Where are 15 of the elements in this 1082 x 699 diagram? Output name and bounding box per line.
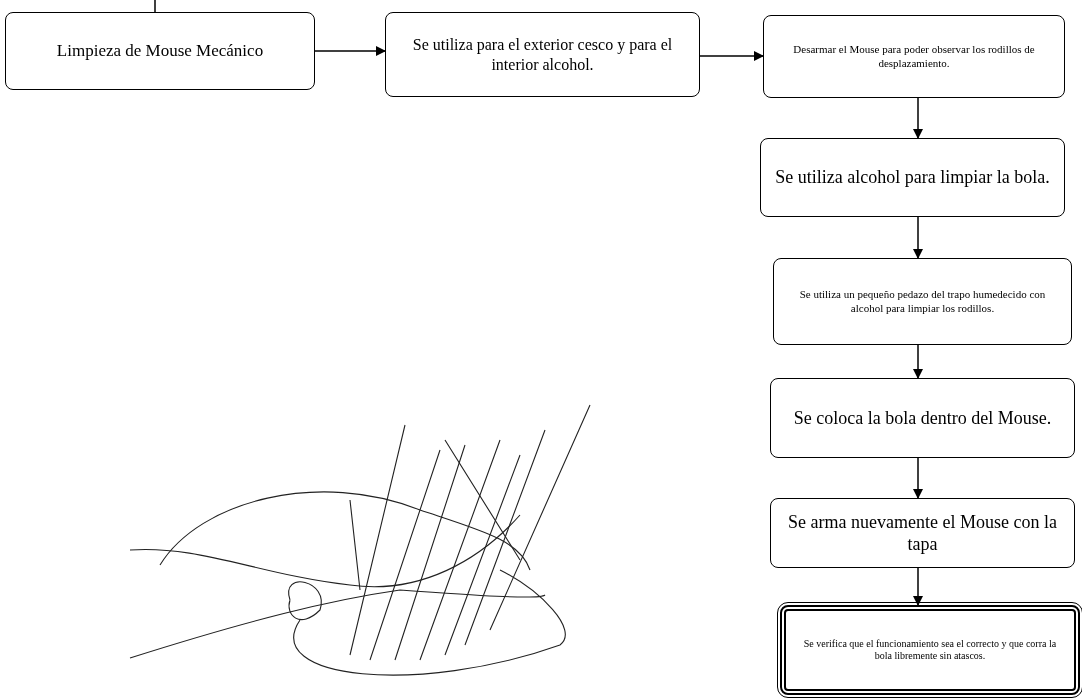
process-box: Se coloca la bola dentro del Mouse. bbox=[770, 378, 1075, 458]
process-box: Se utiliza un pequeño pedazo del trapo humedecido con alcohol para limpiar los rodillos. bbox=[773, 258, 1072, 345]
arrow bbox=[699, 51, 764, 61]
process-box: Se utiliza para el exterior cesco y para el interior alcohol. bbox=[385, 12, 700, 97]
process-box: Limpieza de Mouse Mecánico bbox=[5, 12, 315, 90]
process-box: Se verifica que el funcionamiento sea el correcto y que corra la bola libremente sin atascos. bbox=[780, 605, 1080, 695]
process-box: Se arma nuevamente el Mouse con la tapa bbox=[770, 498, 1075, 568]
arrow bbox=[913, 567, 923, 606]
process-box: Desarmar el Mouse para poder observar los rodillos de desplazamiento. bbox=[763, 15, 1065, 98]
arrow bbox=[913, 216, 923, 259]
arrow bbox=[913, 97, 923, 139]
process-box: Se utiliza alcohol para limpiar la bola. bbox=[760, 138, 1065, 217]
arrow bbox=[314, 46, 386, 56]
arrow bbox=[913, 344, 923, 379]
arrow bbox=[913, 457, 923, 499]
